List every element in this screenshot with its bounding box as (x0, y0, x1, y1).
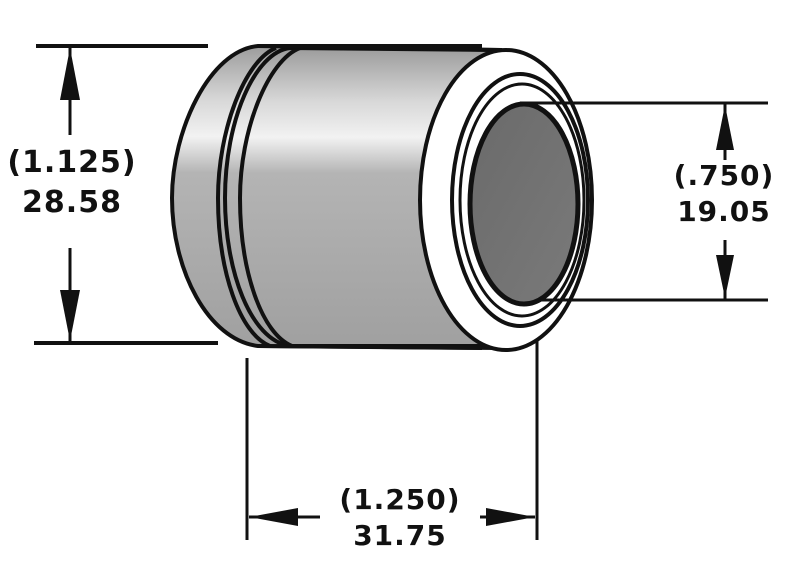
dimension-inner-diameter (520, 101, 768, 302)
inner-diameter-label: (.750) 19.05 (664, 162, 784, 226)
outer-diameter-inches: (1.125) (7, 145, 137, 180)
arrow-left-icon (249, 508, 298, 526)
inner-diameter-inches: (.750) (673, 159, 775, 192)
arrow-down-icon (60, 290, 80, 341)
front-face (418, 48, 594, 352)
dimension-outer-diameter (34, 44, 218, 345)
outer-diameter-label: (1.125) 28.58 (2, 148, 142, 218)
bore (467, 101, 581, 307)
inner-diameter-mm: 19.05 (677, 195, 771, 228)
arrow-right-icon (486, 508, 535, 526)
dimension-length (245, 340, 539, 540)
outer-diameter-mm: 28.58 (22, 185, 122, 220)
arrow-down-icon (716, 255, 734, 298)
arrow-up-icon (716, 105, 734, 150)
length-inches: (1.250) (339, 483, 461, 516)
length-label: (1.250) 31.75 (320, 486, 480, 550)
length-mm: 31.75 (353, 519, 447, 552)
arrow-up-icon (60, 48, 80, 100)
